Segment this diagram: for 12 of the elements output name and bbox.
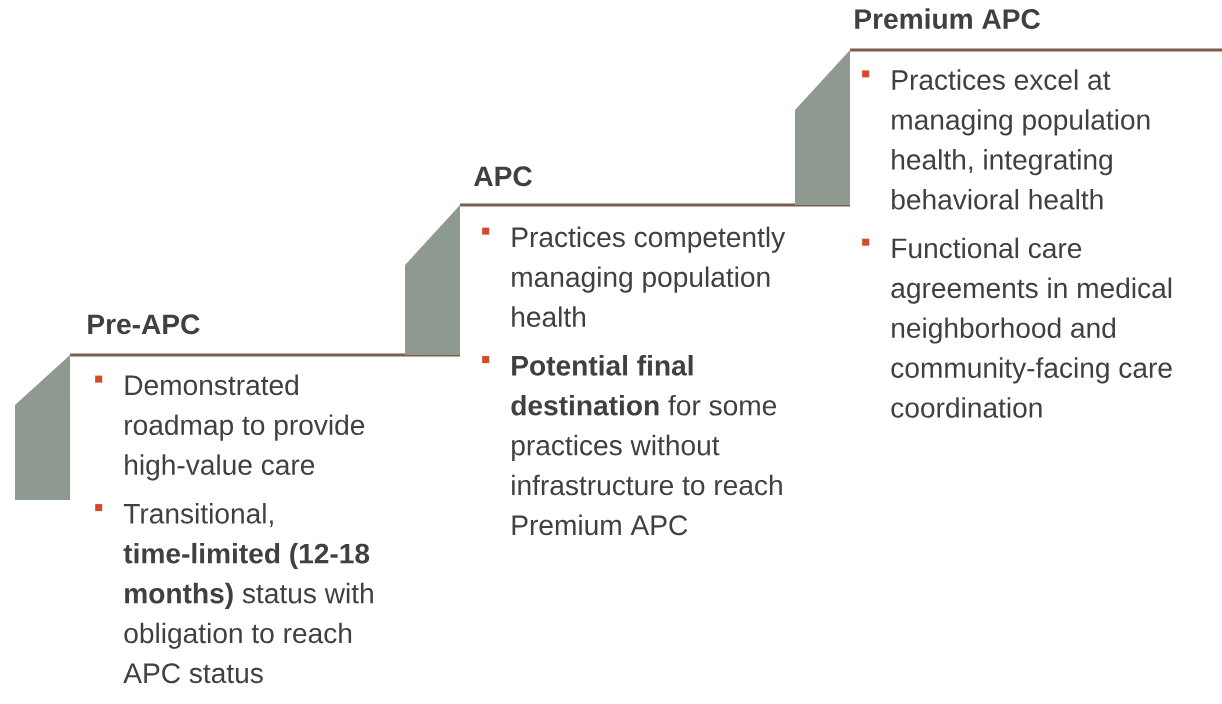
bullet-text: Transitional, time-limited (12-18 months) status with obligation to reach APC status — [123, 503, 373, 684]
step-heading: APC — [474, 166, 532, 187]
step-block — [88, 314, 373, 684]
bullet-text: Practices competently managing population health — [512, 226, 786, 327]
bullet-text: Functional care agreements in medical neighborhood and community-facing care coordination — [891, 237, 1172, 418]
step-block — [474, 166, 786, 536]
step-heading: Pre-APC — [88, 314, 200, 335]
bullet-text: Potential final destination for some practices without infrastructure to reach Premium APC — [511, 355, 782, 536]
bullet-text: Practices excel at managing population health, integrating behavioral health — [892, 69, 1150, 210]
step-block — [855, 8, 1172, 418]
step-heading: Premium APC — [855, 8, 1040, 29]
bullet-text: Demonstrated roadmap to provide high-value care — [125, 374, 365, 481]
